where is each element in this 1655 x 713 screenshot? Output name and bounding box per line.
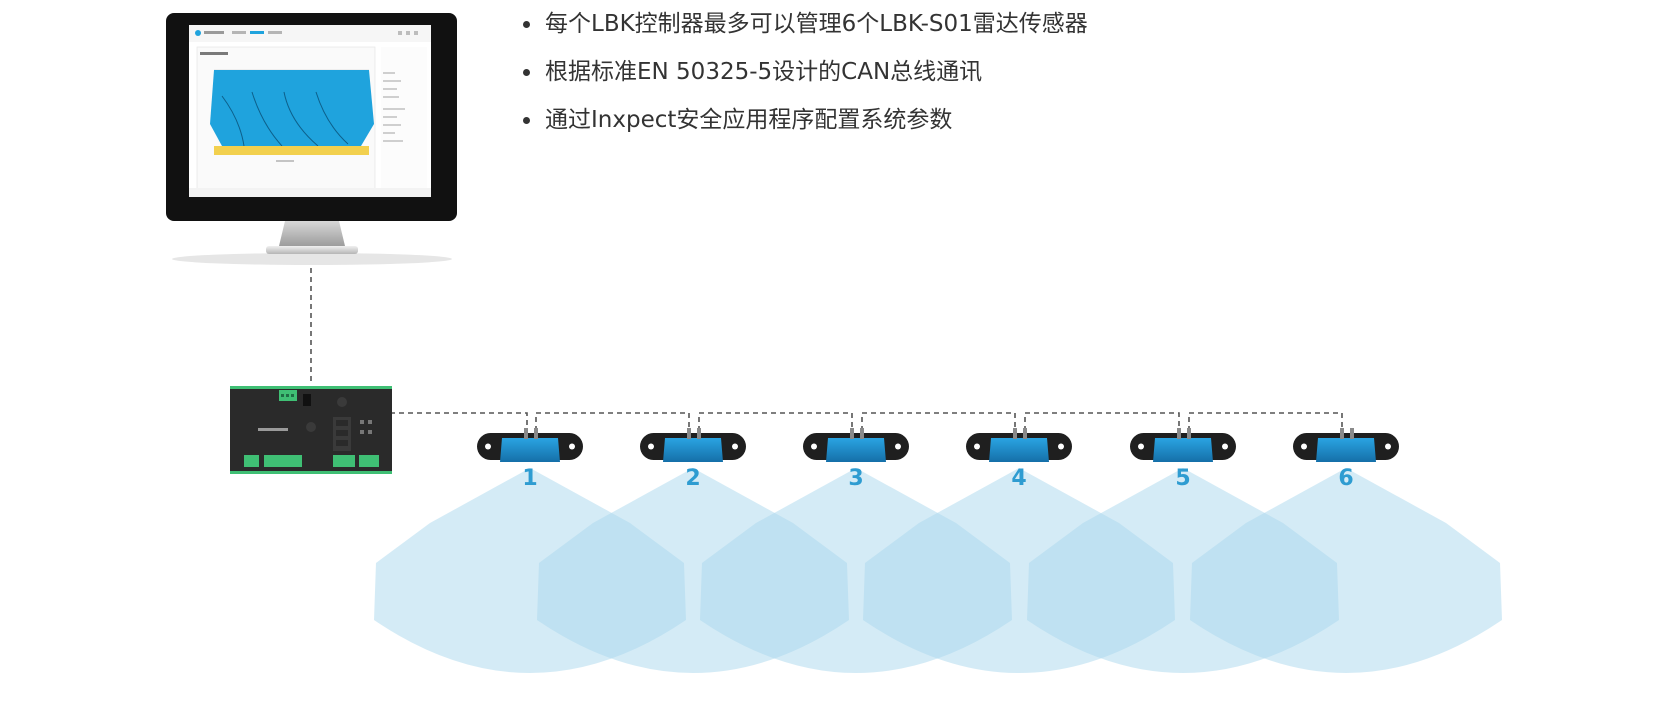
- sensor-number-label: 4: [1011, 466, 1027, 491]
- sensor-number-label: 6: [1338, 466, 1354, 491]
- computer-monitor-icon: [166, 13, 457, 265]
- feature-item: 每个LBK控制器最多可以管理6个LBK-S01雷达传感器: [523, 4, 1088, 52]
- feature-text: 通过Inxpect安全应用程序配置系统参数: [545, 107, 953, 133]
- radar-sensor-icon: [640, 428, 746, 462]
- radar-sensor-icon: [477, 428, 583, 462]
- sensor-chain-cable: [698, 412, 853, 440]
- can-bus-cabling: [310, 268, 1343, 440]
- bullet-icon: [523, 69, 530, 76]
- detection-field: [1190, 468, 1502, 673]
- radar-sensor-icon: [1293, 428, 1399, 462]
- sensor-chain-cable: [535, 412, 690, 440]
- bullet-icon: [523, 21, 530, 28]
- radar-sensor-icon: [803, 428, 909, 462]
- bullet-icon: [523, 117, 530, 124]
- radar-sensor-icon: [1130, 428, 1236, 462]
- sensor-number-label: 5: [1175, 466, 1191, 491]
- radar-sensors: [477, 428, 1399, 462]
- feature-item: 根据标准EN 50325-5设计的CAN总线通讯: [523, 52, 1088, 100]
- sensor-chain-cable: [1188, 412, 1343, 440]
- feature-list: 每个LBK控制器最多可以管理6个LBK-S01雷达传感器 根据标准EN 5032…: [523, 4, 1088, 148]
- detection-fields: [374, 468, 1502, 673]
- feature-item: 通过Inxpect安全应用程序配置系统参数: [523, 100, 1088, 148]
- sensor-number-label: 1: [522, 466, 538, 491]
- feature-text: 根据标准EN 50325-5设计的CAN总线通讯: [545, 59, 983, 85]
- sensor-chain-cable: [861, 412, 1016, 440]
- radar-sensor-icon: [966, 428, 1072, 462]
- sensor-number-label: 3: [848, 466, 864, 491]
- lbk-controller-icon: [230, 386, 392, 474]
- sensor-chain-cable: [1024, 412, 1180, 440]
- feature-text: 每个LBK控制器最多可以管理6个LBK-S01雷达传感器: [545, 11, 1088, 37]
- sensor-number-label: 2: [685, 466, 701, 491]
